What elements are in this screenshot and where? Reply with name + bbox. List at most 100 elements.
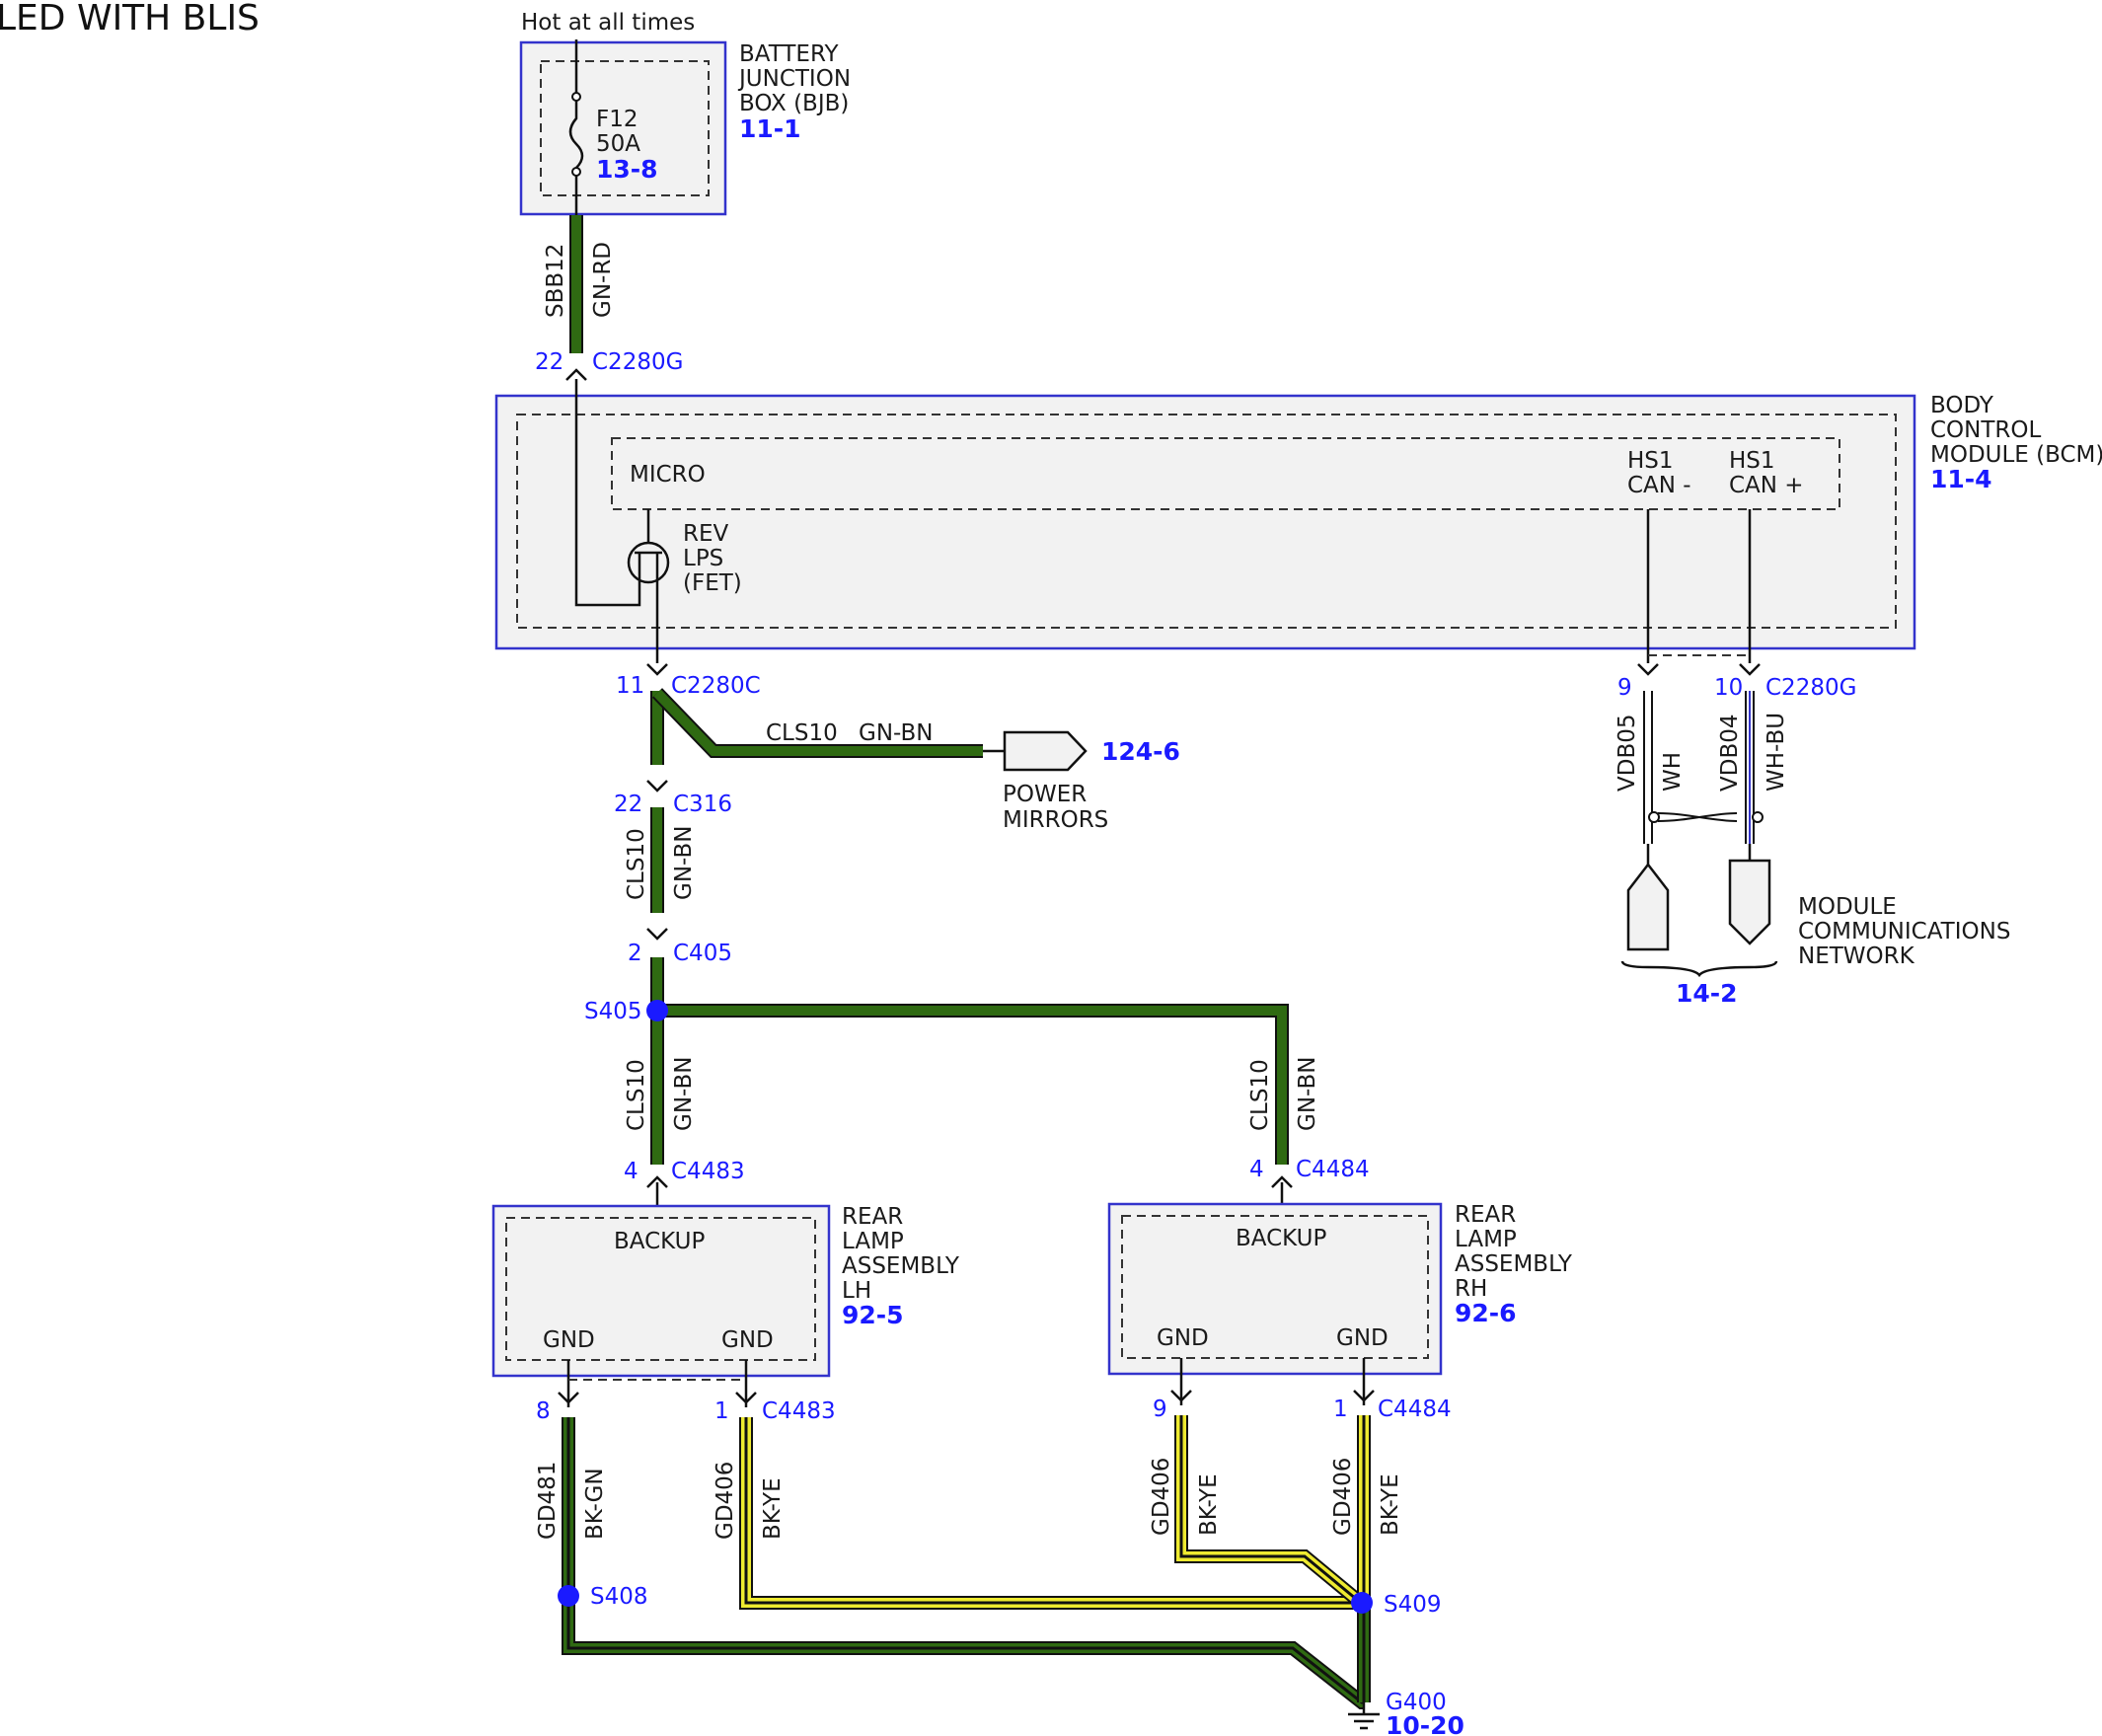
c4483-bot-pin-b: 1 bbox=[714, 1398, 729, 1424]
connector-c405-2 bbox=[645, 927, 669, 941]
diagram-title: LED WITH BLIS bbox=[0, 0, 260, 38]
wire-cls10-mid-circuit: CLS10 bbox=[624, 828, 649, 900]
c405-pin: 2 bbox=[628, 941, 642, 966]
body-control-module bbox=[494, 394, 1916, 650]
fet-label-line-1: REV bbox=[683, 521, 729, 547]
network-brace bbox=[1620, 960, 1778, 978]
c4484-bot-name: C4484 bbox=[1378, 1396, 1452, 1422]
lamp-lh-name-1: REAR bbox=[842, 1204, 903, 1230]
c4483-top-pin: 4 bbox=[624, 1159, 638, 1184]
fet-label-line-2: LPS bbox=[683, 546, 723, 571]
lamp-rh-name-2: LAMP bbox=[1455, 1227, 1517, 1252]
lamp-lh-ref-link[interactable]: 92-5 bbox=[842, 1301, 904, 1329]
connector-c2280c-11 bbox=[645, 662, 669, 676]
ground-ref-link[interactable]: 10-20 bbox=[1386, 1711, 1464, 1736]
lamp-rh-name-1: REAR bbox=[1455, 1202, 1516, 1228]
c2280g-pin-22: 22 bbox=[535, 349, 563, 375]
wire-cls10-lh-circuit: CLS10 bbox=[624, 1059, 649, 1131]
c2280g-can-pin-b: 10 bbox=[1714, 675, 1743, 701]
can-plus-offpage-arrow[interactable] bbox=[1728, 859, 1771, 945]
power-mirrors-line-1: POWER bbox=[1003, 782, 1087, 807]
c4483-bot-name: C4483 bbox=[762, 1398, 836, 1424]
c2280g-name-top: C2280G bbox=[592, 349, 683, 375]
network-ref-link[interactable]: 14-2 bbox=[1676, 979, 1738, 1008]
wire-gd406-rh1-circuit: GD406 bbox=[1330, 1458, 1356, 1536]
lamp-rh-name-3: ASSEMBLY bbox=[1455, 1251, 1573, 1277]
power-mirrors-line-2: MIRRORS bbox=[1003, 807, 1108, 833]
can-minus-offpage-arrow[interactable] bbox=[1626, 862, 1670, 951]
splice-s405-label: S405 bbox=[584, 999, 642, 1024]
lamp-rh-ref-link[interactable]: 92-6 bbox=[1455, 1299, 1517, 1327]
wire-cls10-mirrors-branch bbox=[653, 689, 983, 756]
bcm-internal-feed bbox=[574, 379, 641, 607]
can-minus-line-2: CAN - bbox=[1627, 473, 1691, 498]
c316-name: C316 bbox=[673, 792, 732, 817]
bcm-name-line-3: MODULE (BCM) bbox=[1930, 442, 2102, 468]
splice-s409-label: S409 bbox=[1384, 1592, 1442, 1618]
fuse-rating: 50A bbox=[596, 131, 640, 157]
twisted-pair-icon bbox=[1648, 811, 1764, 823]
wire-gd481-circuit: GD481 bbox=[535, 1462, 561, 1540]
wire-cls10-rh-color: GN-BN bbox=[1295, 1057, 1320, 1132]
wire-vdb04 bbox=[1745, 691, 1755, 844]
bjb-name-line-2: JUNCTION bbox=[737, 66, 851, 92]
connector-c2280g-10 bbox=[1738, 662, 1762, 676]
bcm-ref-link[interactable]: 11-4 bbox=[1930, 465, 1992, 493]
c405-name: C405 bbox=[673, 941, 732, 966]
c4484-top-pin: 4 bbox=[1249, 1157, 1264, 1182]
wire-vdb05-color: WH bbox=[1660, 752, 1686, 792]
c4484-bot-pin-a: 9 bbox=[1153, 1396, 1167, 1422]
wire-sbb12-color: GN-RD bbox=[590, 242, 616, 318]
ground-name: G400 bbox=[1386, 1690, 1447, 1715]
wire-vdb04-circuit: VDB04 bbox=[1717, 715, 1743, 793]
fet-transistor-icon bbox=[627, 509, 670, 663]
wire-vdb04-color: WH-BU bbox=[1764, 713, 1789, 792]
wire-gd406-lh-color: BK-YE bbox=[760, 1477, 786, 1540]
network-line-2: COMMUNICATIONS bbox=[1798, 919, 2010, 944]
c2280c-name: C2280C bbox=[671, 673, 761, 699]
battery-junction-box bbox=[519, 40, 727, 216]
connector-c2280g-9 bbox=[1636, 662, 1660, 676]
wire-cls10-mid-color: GN-BN bbox=[671, 826, 697, 901]
network-line-1: MODULE bbox=[1798, 894, 1897, 920]
lamp-lh-name-2: LAMP bbox=[842, 1229, 904, 1254]
c316-pin: 22 bbox=[614, 792, 642, 817]
wire-cls10-mirrors-circuit: CLS10 bbox=[766, 720, 838, 746]
rear-lamp-assembly-lh bbox=[491, 1204, 831, 1378]
rear-lamp-assembly-rh bbox=[1107, 1202, 1443, 1376]
can-plus-line-1: HS1 bbox=[1729, 448, 1775, 474]
wire-cls10-rh bbox=[657, 1006, 1287, 1165]
lamp-lh-name-3: ASSEMBLY bbox=[842, 1253, 960, 1279]
power-note: Hot at all times bbox=[521, 10, 695, 36]
lamp-rh-backup: BACKUP bbox=[1236, 1226, 1326, 1251]
fuse-id: F12 bbox=[596, 107, 638, 132]
wire-vdb05-circuit: VDB05 bbox=[1614, 715, 1640, 793]
lamp-lh-gnd-a: GND bbox=[543, 1327, 595, 1353]
bjb-name-line-3: BOX (BJB) bbox=[739, 91, 849, 116]
fuse-f12 bbox=[568, 39, 584, 215]
bcm-name-line-1: BODY bbox=[1930, 393, 1994, 418]
c4484-bot-pin-b: 1 bbox=[1333, 1396, 1348, 1422]
c2280c-pin: 11 bbox=[616, 673, 644, 699]
power-mirrors-offpage-arrow[interactable] bbox=[1003, 730, 1088, 772]
can-plus-line-2: CAN + bbox=[1729, 473, 1804, 498]
lamp-lh-name-4: LH bbox=[842, 1278, 871, 1304]
c4483-bot-pin-a: 8 bbox=[536, 1398, 551, 1424]
wire-gd406-rh9-color: BK-YE bbox=[1196, 1473, 1222, 1536]
connector-c2280g-22 bbox=[564, 368, 588, 382]
connector-c316-22 bbox=[645, 779, 669, 793]
ground-symbol-icon bbox=[1348, 1702, 1380, 1730]
wire-sbb12-circuit: SBB12 bbox=[543, 244, 568, 318]
wire-gd406-lh bbox=[741, 1417, 1358, 1608]
wire-gd406-rh1-color: BK-YE bbox=[1378, 1473, 1403, 1536]
splice-s409 bbox=[1351, 1592, 1373, 1614]
wire-cls10-mirrors-color: GN-BN bbox=[859, 720, 934, 746]
power-mirrors-ref-link[interactable]: 124-6 bbox=[1101, 737, 1180, 766]
bjb-ref-link[interactable]: 11-1 bbox=[739, 114, 801, 143]
fuse-ref-link[interactable]: 13-8 bbox=[596, 155, 658, 184]
wire-cls10-rh-circuit: CLS10 bbox=[1247, 1059, 1273, 1131]
fet-label-line-3: (FET) bbox=[683, 570, 742, 596]
splice-s408 bbox=[558, 1585, 579, 1607]
c2280g-can-name: C2280G bbox=[1765, 675, 1856, 701]
